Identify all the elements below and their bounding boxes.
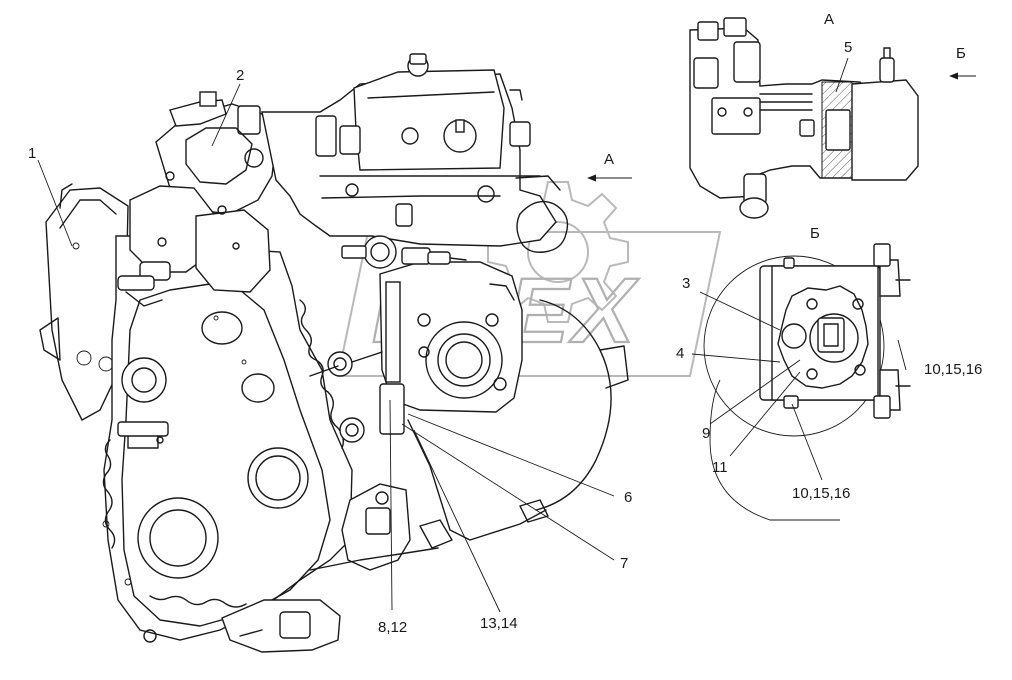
lower-linkage [221, 483, 549, 653]
callout-10-15-16-bottom: 10,15,16 [792, 485, 850, 502]
callout-5: 5 [844, 39, 852, 56]
callout-13-14: 13,14 [480, 615, 518, 632]
view-a-detail [689, 17, 919, 219]
main-assembly [39, 53, 629, 653]
callout-9: 9 [702, 425, 710, 442]
callout-2: 2 [236, 67, 244, 84]
fuel-pump [117, 91, 277, 307]
gear-cover [102, 235, 353, 643]
callout-4: 4 [676, 345, 684, 362]
flywheel-housing [341, 200, 629, 541]
coupling-joint [309, 281, 405, 443]
view-b-detail [703, 243, 911, 521]
callout-10-15-16-right: 10,15,16 [924, 361, 982, 378]
hydraulic-pump [117, 357, 169, 449]
callout-6: 6 [624, 489, 632, 506]
callout-3: 3 [682, 275, 690, 292]
callout-labels: 1 2 3 4 5 6 7 8,12 9 10,15,16 10,15,16 1… [28, 11, 982, 636]
leader-lines [37, 57, 976, 613]
callout-1: 1 [28, 145, 36, 162]
view-b-arrow-label: Б [956, 45, 966, 62]
view-b-title: Б [810, 225, 820, 242]
engine-block [261, 53, 561, 247]
watermark-frame [336, 231, 722, 377]
callout-11: 11 [712, 459, 728, 476]
callout-8-12: 8,12 [378, 619, 407, 636]
view-a-arrow-label: А [604, 151, 614, 168]
callout-7: 7 [620, 555, 628, 572]
view-a-title: А [824, 11, 834, 28]
